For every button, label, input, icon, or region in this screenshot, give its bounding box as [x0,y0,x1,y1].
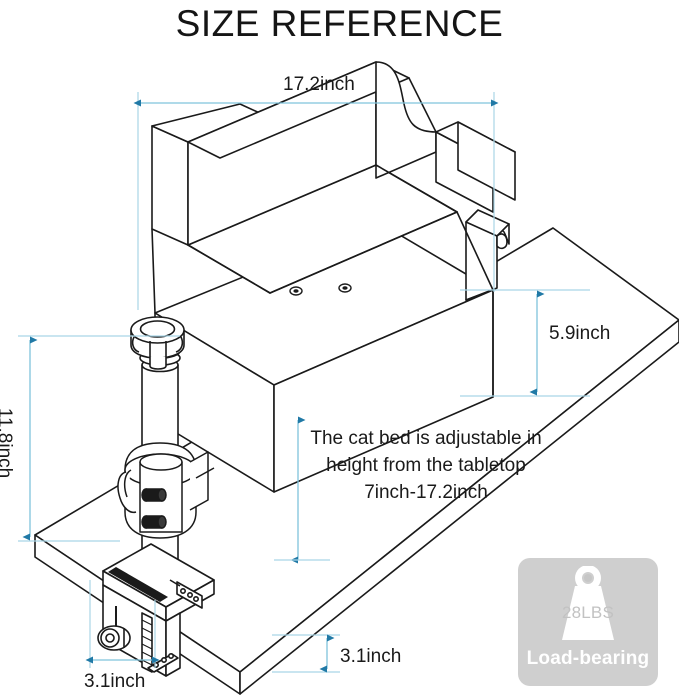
dimension-label-clamp-width: 3.1inch [84,671,146,692]
dimension-label-bed-width: 17.2inch [283,74,355,95]
dimension-total-height [18,335,180,542]
collar-bolt-upper [141,488,167,502]
page-title: SIZE REFERENCE [175,3,504,44]
load-bearing-caption: Load-bearing [526,648,650,669]
note-line-2: height from the tabletop [326,455,526,476]
weight-icon [562,566,614,640]
base-screw-left [289,286,303,296]
dimension-label-total-height: 11.8inch [0,407,16,479]
dimension-bed-height [460,289,590,397]
dimension-bed-width [133,92,499,310]
load-bearing-weight-value: 28LBS [561,603,615,622]
pole-collar-clamp[interactable] [117,442,215,539]
cat-bed-box [151,61,516,493]
adjustable-height-note: The cat bed is adjustable in height from… [296,425,556,506]
note-leader-lines [274,416,330,564]
dimension-clamp-width [85,580,160,668]
load-bearing-badge: 28LBS Load-bearing [518,558,658,686]
base-screw-right [338,283,352,293]
collar-bolt-lower [141,515,167,529]
dimension-table-thickness [272,634,340,673]
clamp-handle-knob [97,625,131,651]
desk-c-clamp[interactable] [97,543,215,677]
dimension-label-table-thickness: 3.1inch [340,646,402,667]
note-line-1: The cat bed is adjustable in [310,428,542,449]
dimension-label-bed-height: 5.9inch [549,323,611,344]
note-line-3: 7inch-17.2inch [364,482,488,503]
